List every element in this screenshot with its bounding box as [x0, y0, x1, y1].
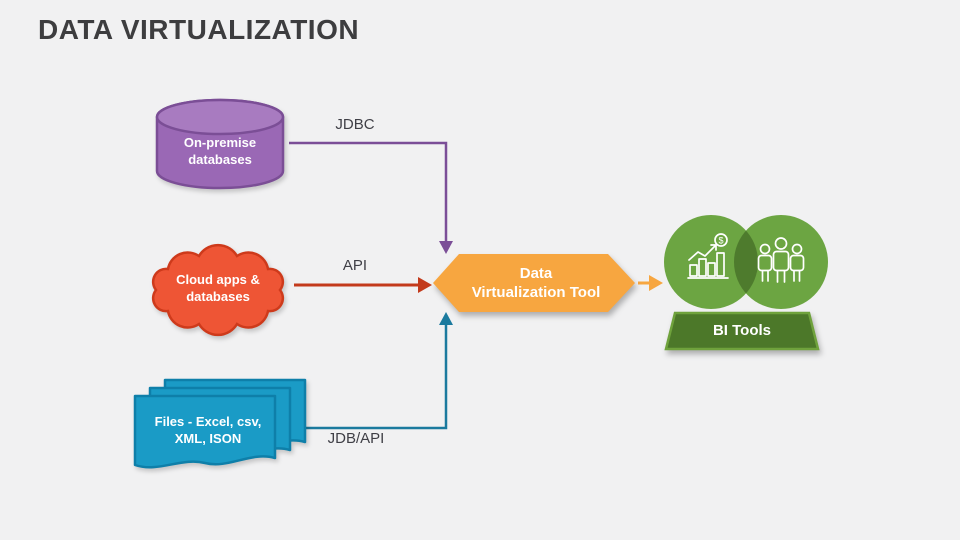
- source-label-line1: Files - Excel, csv,: [154, 414, 262, 429]
- document-stack-icon: [133, 378, 307, 469]
- source-label: Files - Excel, csv, XML, ISON: [133, 414, 283, 447]
- tool-label-line1: Data: [519, 264, 553, 282]
- team-icon: [757, 237, 805, 283]
- bi-tools-banner: BI Tools: [662, 310, 822, 354]
- venn-right-circle: [734, 215, 828, 309]
- source-label-line1: On-premise: [183, 135, 257, 150]
- source-label: Cloud apps & databases: [141, 272, 295, 305]
- growth-chart-dollar-icon: $: [687, 233, 729, 279]
- tool-label-line2: Virtualization Tool: [471, 284, 601, 301]
- source-on-premise-databases: On-premise databases: [150, 95, 290, 193]
- connector-jdbc: [289, 141, 453, 254]
- source-files: Files - Excel, csv, XML, ISON: [133, 378, 313, 478]
- bi-tools-venn: $: [663, 213, 829, 311]
- banner-trapezoid: [664, 311, 820, 351]
- cloud-icon: [151, 243, 285, 337]
- connector-jdb-api: [302, 312, 453, 430]
- connector-label-jdb-api: JDB/API: [327, 430, 385, 447]
- data-virtualization-tool: Data Virtualization Tool: [430, 248, 642, 318]
- source-label-line1: Cloud apps &: [176, 272, 260, 287]
- bi-tools-label: BI Tools: [712, 321, 772, 339]
- connector-api: [294, 277, 432, 293]
- page-title: DATA VIRTUALIZATION: [38, 14, 360, 45]
- svg-text:$: $: [718, 236, 723, 246]
- source-cloud-apps-databases: Cloud apps & databases: [141, 236, 295, 340]
- source-label: On-premise databases: [150, 135, 290, 168]
- connector-label-jdbc: JDBC: [335, 116, 375, 133]
- source-label-line2: databases: [186, 288, 250, 304]
- source-label-line2: databases: [188, 151, 252, 167]
- source-label-line2: XML, ISON: [174, 430, 242, 446]
- connector-label-api: API: [342, 257, 368, 274]
- venn-left-circle: [664, 215, 758, 309]
- hexagon-shape: [433, 254, 635, 312]
- database-cylinder-icon: [155, 98, 285, 190]
- tool-label: Data Virtualization Tool: [430, 248, 642, 318]
